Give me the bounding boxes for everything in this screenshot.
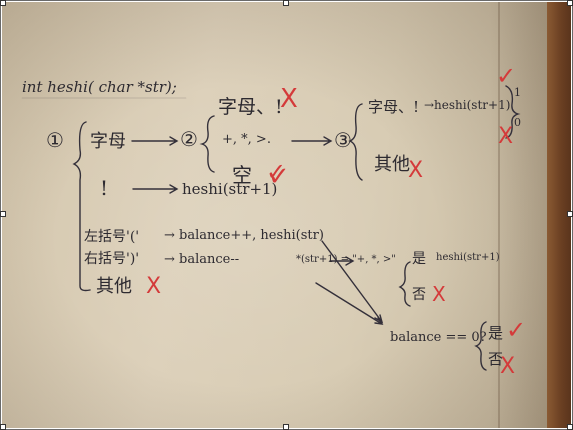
resize-handle-left[interactable]	[0, 211, 6, 217]
check-yes: 是	[412, 251, 426, 267]
step3-cross: X	[498, 124, 514, 149]
balance-no: 否	[488, 350, 504, 368]
arrow-ops-to-step3	[291, 136, 333, 146]
step3-other-cross: X	[408, 158, 424, 183]
brace-balance	[474, 321, 487, 371]
step3-check: ✓	[496, 62, 517, 90]
paper-edge-shadow	[490, 2, 547, 428]
paper-shading	[2, 2, 547, 428]
step2-letter-punct: 字母、!	[218, 96, 283, 118]
brace-step3	[348, 103, 363, 181]
arrow-bang	[132, 184, 179, 194]
step2-ops: +, *, >.	[222, 132, 271, 147]
step1-bang: !	[100, 176, 109, 200]
result-zero: 0	[514, 116, 521, 129]
left-paren-action: → balance++, heshi(str)	[164, 228, 324, 243]
step1-marker: ①	[46, 128, 64, 152]
balance-no-cross: X	[500, 354, 516, 379]
other-case: 其他	[96, 276, 132, 297]
left-paren-case: 左括号'('	[84, 229, 140, 245]
step2-marker: ②	[180, 127, 198, 151]
arrow-check	[329, 256, 355, 266]
step2-letter-cross: X	[280, 84, 298, 114]
check-no: 否	[412, 287, 426, 303]
balance-check: balance == 0?	[390, 330, 487, 345]
bang-check: ✓	[268, 162, 290, 192]
check-yes-call: heshi(str+1)	[436, 252, 500, 263]
right-paren-case: 右括号')'	[84, 251, 140, 267]
arrow-letter-to-step2	[131, 136, 179, 146]
balance-yes: 是	[488, 324, 504, 342]
brace-step1	[72, 121, 91, 292]
right-paren-action: → balance--	[164, 252, 240, 267]
brace-check	[398, 261, 411, 307]
paper-fold	[498, 2, 500, 428]
step2-empty: 空	[232, 163, 252, 187]
arrow-paren-to-balance	[321, 240, 384, 324]
bang-call: heshi(str+1)	[182, 180, 278, 198]
result-one: 1	[514, 86, 521, 99]
other-cross: X	[146, 274, 162, 299]
check-no-cross: X	[432, 282, 446, 306]
balance-yes-check: ✓	[506, 316, 527, 344]
function-signature: int heshi( char *str);	[22, 78, 177, 96]
brace-step2	[199, 115, 215, 173]
step3-call: →heshi(str+1)	[424, 98, 511, 112]
step3-marker: ③	[334, 128, 352, 152]
arrow-rp-to-balance	[315, 282, 384, 325]
step3-letter: 字母、!	[368, 98, 420, 116]
step2-empty-check: ✓	[266, 158, 287, 186]
paper-sheet	[2, 2, 547, 428]
resize-handle-top[interactable]	[283, 0, 289, 6]
brace-result	[505, 85, 521, 139]
check-expression: *(str+1) = "+, *, >"	[296, 254, 396, 265]
resize-handle-top-left[interactable]	[0, 0, 6, 6]
step3-other: 其他	[374, 154, 410, 175]
step1-letter: 字母	[90, 131, 126, 152]
